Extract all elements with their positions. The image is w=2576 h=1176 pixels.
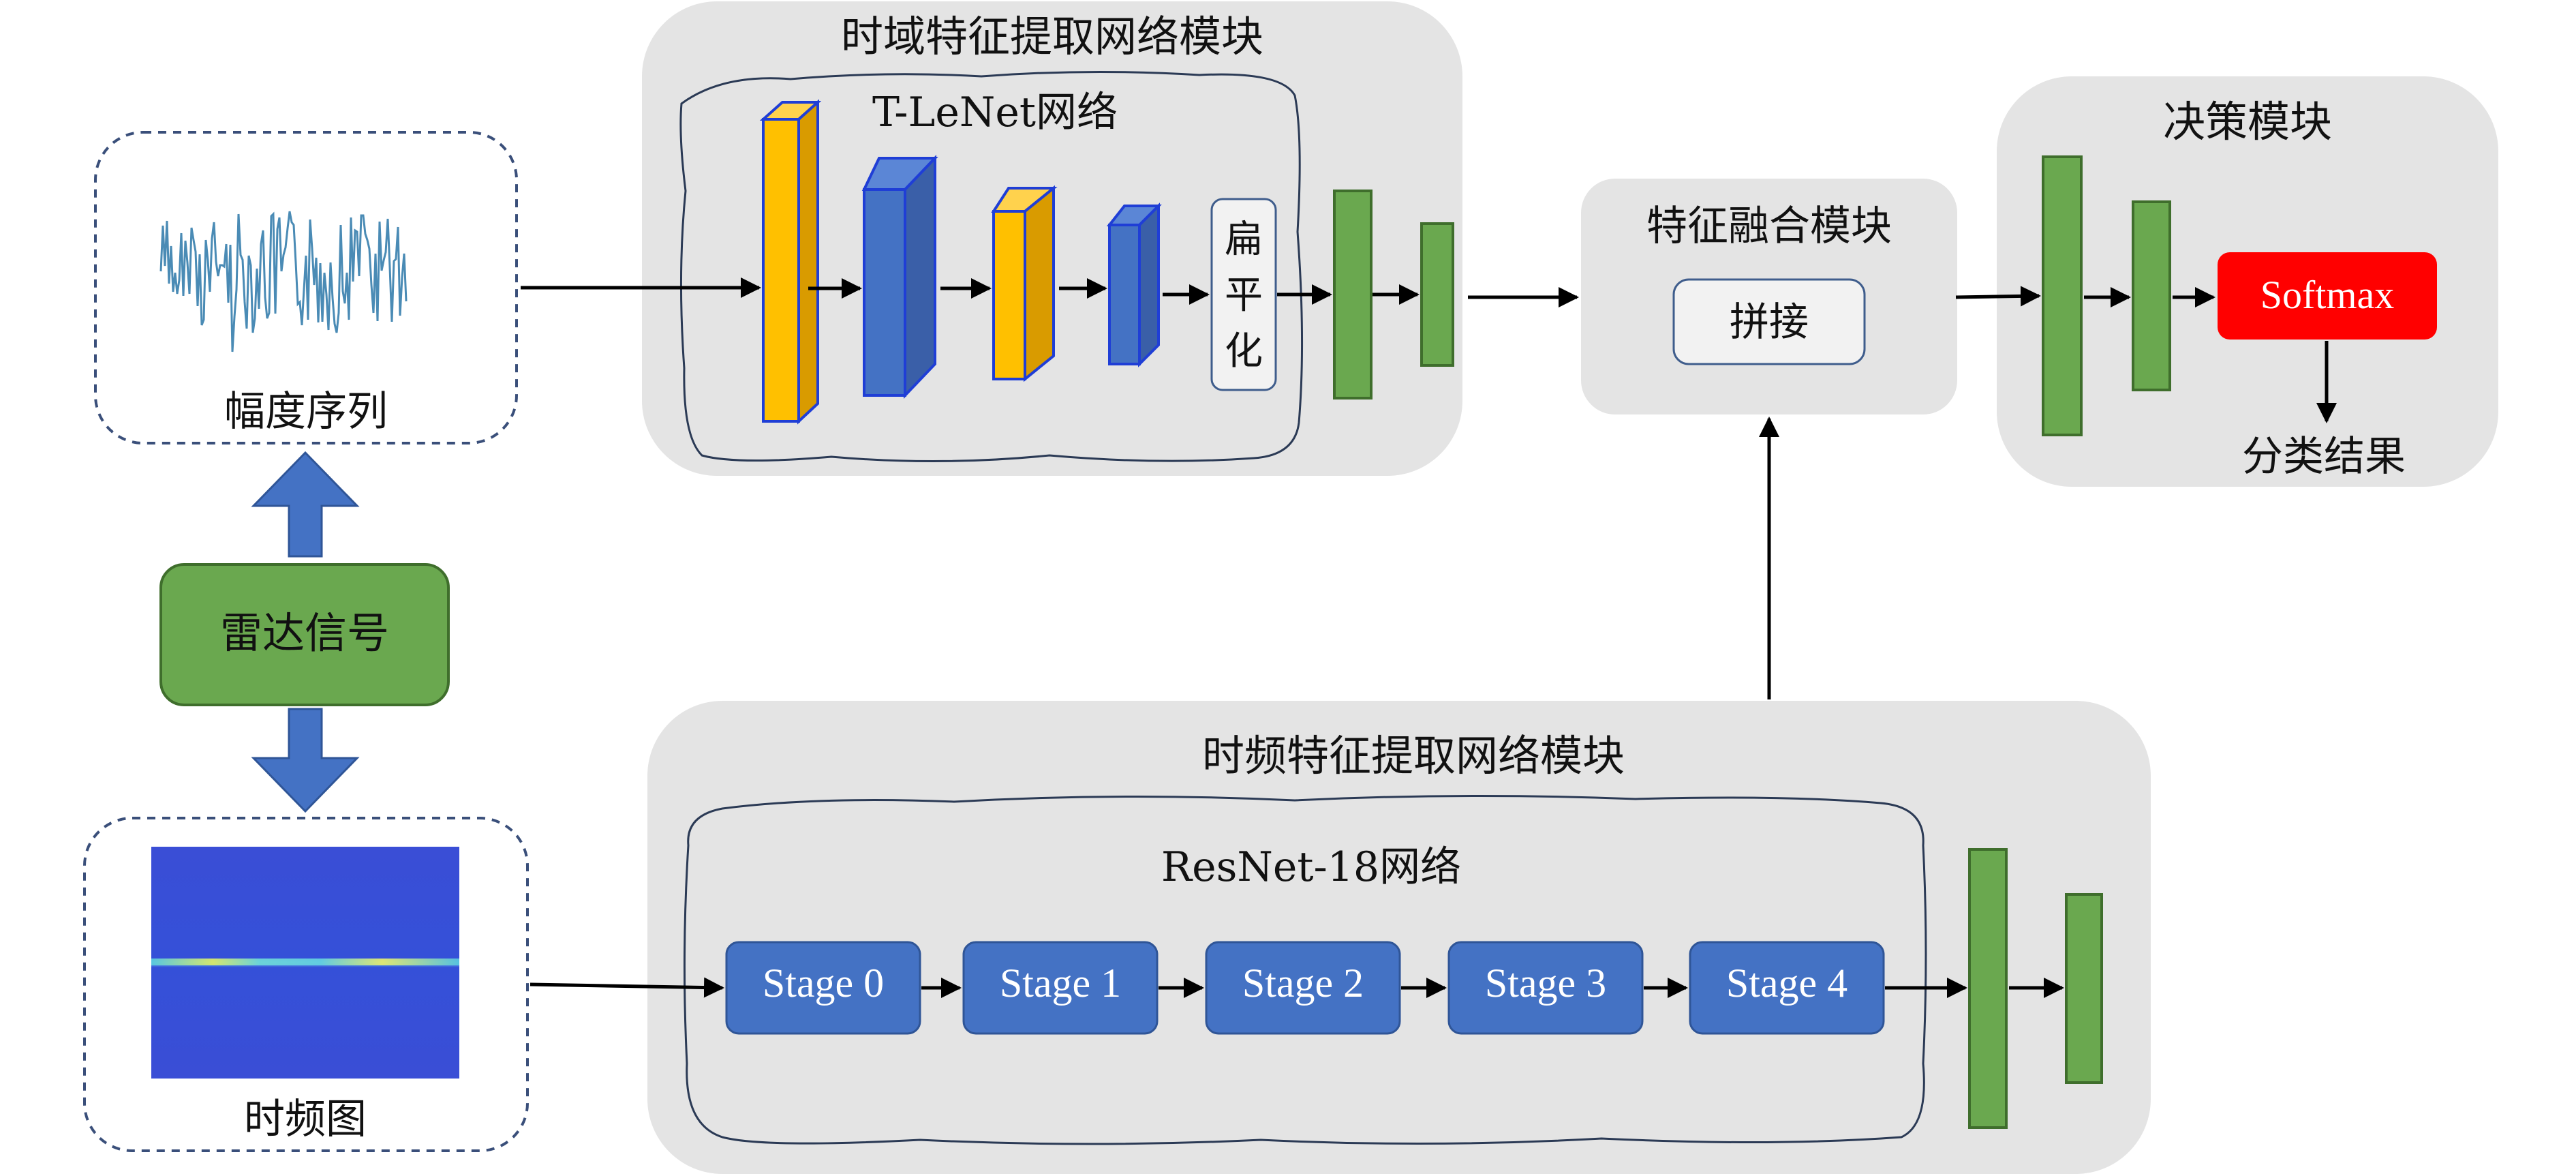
amplitude-waveform (159, 211, 408, 352)
flatten-box (1210, 198, 1277, 391)
stage-3-box (1447, 941, 1644, 1035)
time-dense-layer-1 (1333, 190, 1373, 399)
time-module-title: 时域特征提取网络模块 (841, 12, 1263, 61)
flatten-char-1: 扁 (1225, 217, 1263, 262)
tf-module-title: 时频特征提取网络模块 (1202, 731, 1625, 781)
conv-block-2 (861, 155, 938, 399)
stage-0-box (725, 941, 921, 1035)
concat-box (1672, 278, 1866, 365)
softmax-box (2218, 252, 2437, 340)
stage-1-box (962, 941, 1159, 1035)
up-block-arrow (251, 451, 360, 558)
softmax-label: Softmax (2260, 273, 2395, 317)
stage-1-label: Stage 1 (1000, 961, 1121, 1006)
spectrogram-band (151, 959, 459, 965)
t-lenet-boundary (679, 70, 1304, 463)
conv-block-4 (1106, 202, 1162, 367)
tf-module-background (647, 701, 2151, 1174)
tf-dense-layer-2 (2065, 893, 2103, 1084)
down-block-arrow (251, 708, 360, 813)
radar-signal-label: 雷达信号 (220, 608, 389, 658)
amplitude-panel: 幅度序列 (94, 131, 518, 444)
time-dense-layer-2 (1420, 222, 1454, 367)
fusion-module-title: 特征融合模块 (1646, 202, 1892, 250)
stage-2-box (1205, 941, 1401, 1035)
stage-4-label: Stage 4 (1726, 961, 1847, 1006)
decision-dense-layer-1 (2042, 155, 2083, 436)
t-lenet-label: T-LeNet网络 (872, 89, 1118, 136)
tf-module: 时频特征提取网络模块 ResNet-18网络 Stage 0 Stage 1 S… (647, 701, 2151, 1174)
stage-3-label: Stage 3 (1485, 961, 1606, 1006)
fusion-to-decision-arrow (1955, 286, 2041, 307)
conv-block-1 (759, 99, 822, 425)
conv-block-3 (991, 185, 1058, 382)
stage-2-label: Stage 2 (1242, 961, 1364, 1006)
resnet-boundary (683, 794, 1927, 1145)
tf-image-label: 时频图 (244, 1096, 367, 1143)
decision-dense-layer-2 (2132, 200, 2171, 391)
concat-label: 拼接 (1730, 299, 1809, 345)
decision-module-title: 决策模块 (2163, 97, 2332, 147)
tf-dense-layer-1 (1968, 848, 2008, 1129)
result-label: 分类结果 (2242, 433, 2406, 481)
time-module: 时域特征提取网络模块 T-LeNet网络 扁 平 (642, 1, 1462, 476)
radar-signal-box (159, 563, 450, 706)
flatten-char-2: 平 (1225, 273, 1263, 318)
tf-image-to-stage-arrow (530, 977, 724, 998)
stage-4-box (1689, 941, 1885, 1035)
flatten-char-3: 化 (1225, 329, 1263, 374)
stage-0-label: Stage 0 (763, 961, 884, 1006)
fusion-module: 特征融合模块 拼接 (1581, 179, 1957, 414)
tf-image-panel: 时频图 (83, 817, 529, 1152)
amplitude-label: 幅度序列 (224, 388, 388, 436)
resnet-label: ResNet-18网络 (1161, 843, 1461, 891)
decision-module: 决策模块 Softmax 分类结果 (1997, 76, 2498, 487)
